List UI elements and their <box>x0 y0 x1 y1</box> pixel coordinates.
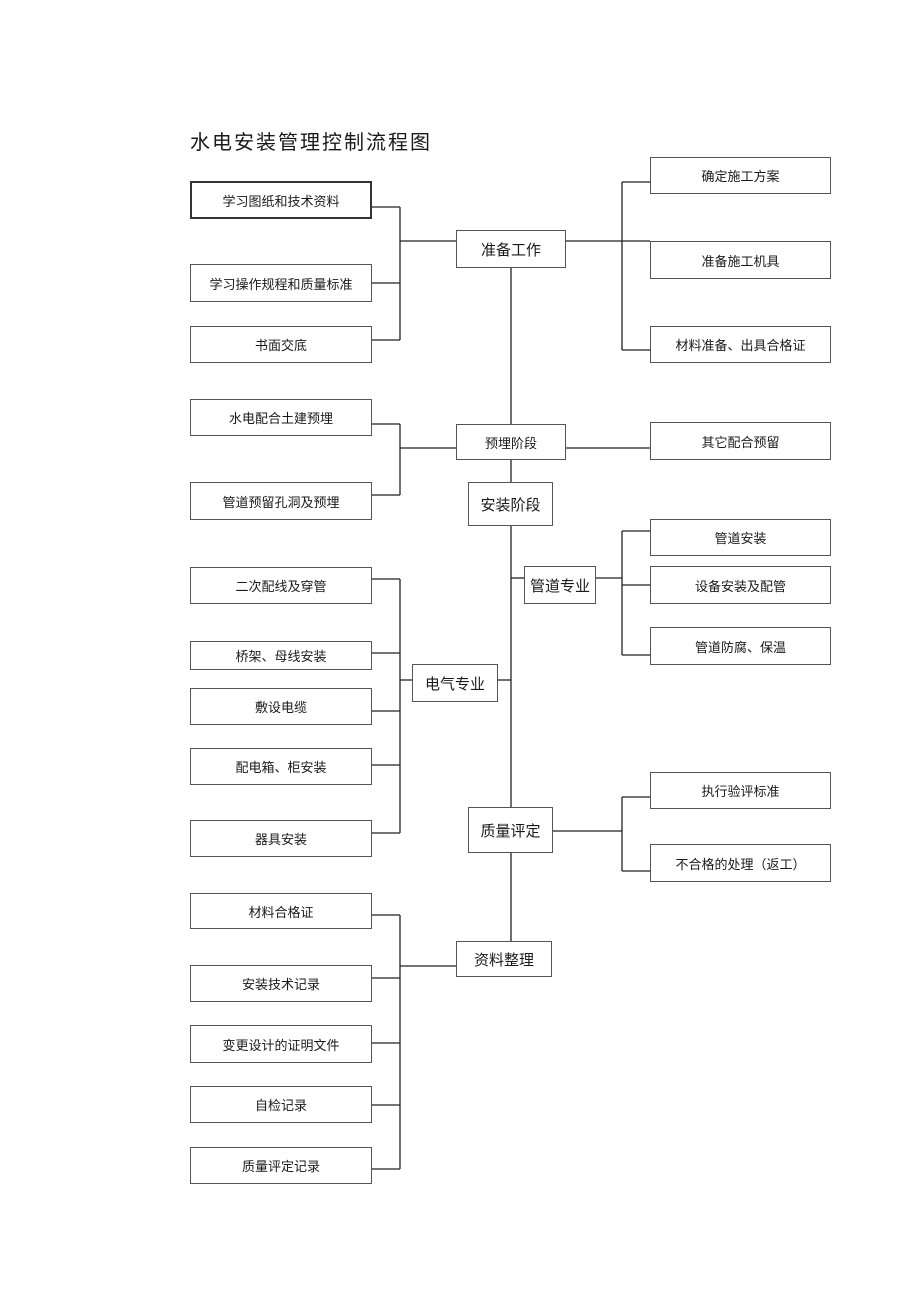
elec-wiring-box: 二次配线及穿管 <box>190 567 372 604</box>
embed-civil-box: 水电配合土建预埋 <box>190 399 372 436</box>
docs-quality-box: 质量评定记录 <box>190 1147 372 1184</box>
docs-record-box: 安装技术记录 <box>190 965 372 1002</box>
elec-fixture-box: 器具安装 <box>190 820 372 857</box>
quality-standard-box: 执行验评标准 <box>650 772 831 809</box>
prep-tools-box: 准备施工机具 <box>650 241 831 279</box>
stage-install: 安装阶段 <box>468 482 553 526</box>
prep-study-rules-box: 学习操作规程和质量标准 <box>190 264 372 302</box>
prep-materials-box: 材料准备、出具合格证 <box>650 326 831 363</box>
page-title: 水电安装管理控制流程图 <box>190 130 432 154</box>
elec-cable-box: 敷设电缆 <box>190 688 372 725</box>
stage-pipe: 管道专业 <box>524 566 596 604</box>
quality-rework-box: 不合格的处理（返工） <box>650 844 831 882</box>
stage-prep: 准备工作 <box>456 230 566 268</box>
pipe-equipment-box: 设备安装及配管 <box>650 566 831 604</box>
stage-docs: 资料整理 <box>456 941 552 977</box>
docs-selfcheck-box: 自检记录 <box>190 1086 372 1123</box>
pipe-install-box: 管道安装 <box>650 519 831 556</box>
pipe-anticorrosion-box: 管道防腐、保温 <box>650 627 831 665</box>
stage-quality: 质量评定 <box>468 807 553 853</box>
elec-cabinet-box: 配电箱、柜安装 <box>190 748 372 785</box>
elec-bridge-box: 桥架、母线安装 <box>190 641 372 670</box>
stage-embed: 预埋阶段 <box>456 424 566 460</box>
embed-other-box: 其它配合预留 <box>650 422 831 460</box>
docs-certificate-box: 材料合格证 <box>190 893 372 929</box>
stage-elec: 电气专业 <box>412 664 498 702</box>
prep-study-drawings-box: 学习图纸和技术资料 <box>190 181 372 219</box>
docs-change-box: 变更设计的证明文件 <box>190 1025 372 1063</box>
prep-construction-plan-box: 确定施工方案 <box>650 157 831 194</box>
prep-written-briefing-box: 书面交底 <box>190 326 372 363</box>
embed-holes-box: 管道预留孔洞及预埋 <box>190 482 372 520</box>
